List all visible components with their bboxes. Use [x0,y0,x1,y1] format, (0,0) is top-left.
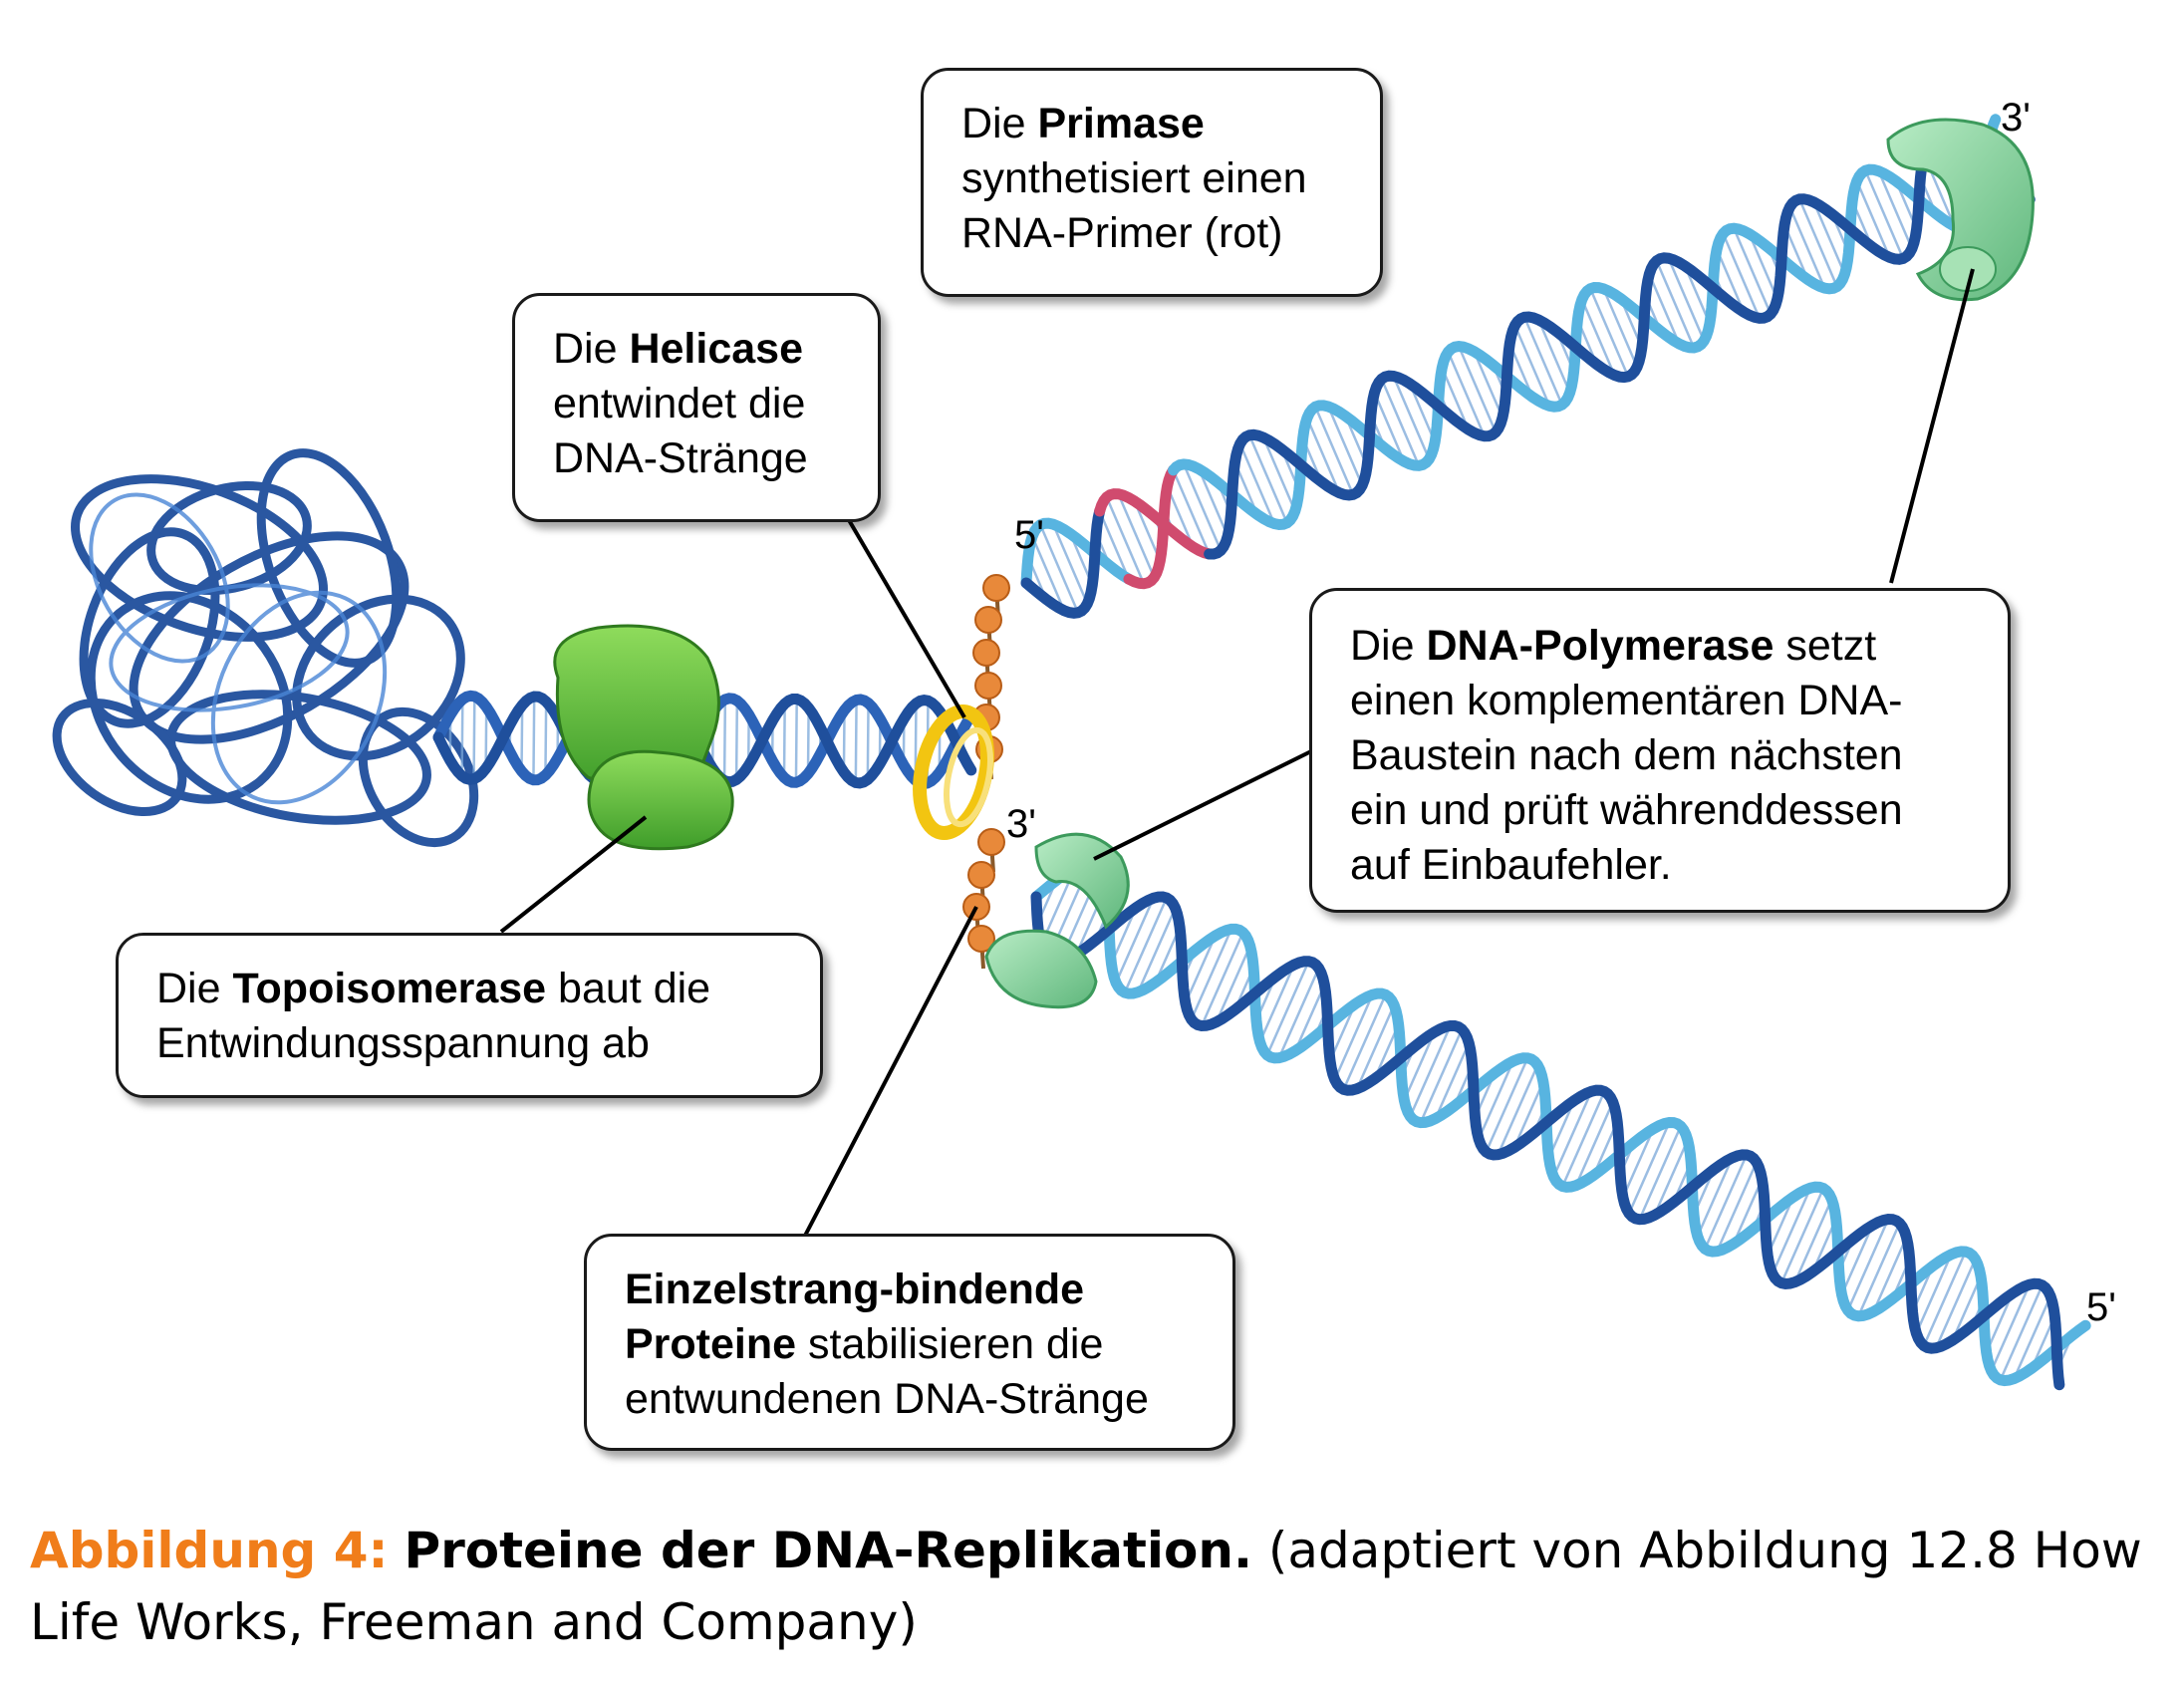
ssb-bead [982,574,1010,602]
callout-ssb-proteins: Einzelstrang-bindende Proteine stabilisi… [584,1234,1235,1451]
ssb-bead [977,828,1005,856]
lagging-strand-duplex [1030,859,2091,1391]
helicase-term: Helicase [629,325,803,373]
chromatin-coil [52,448,479,848]
callout-primase: Die Primase synthetisiert einen RNA-Prim… [921,68,1383,297]
callout-dna-polymerase: Die DNA-Polymerase setzt einen komplemen… [1309,588,2011,913]
figure-caption: Abbildung 4: Proteine der DNA-Replikatio… [30,1515,2162,1658]
label-lower-5prime: 5' [2086,1285,2116,1329]
callout-helicase: Die Helicase entwindet die DNA-Stränge [512,293,881,522]
label-lower-3prime: 3' [1006,802,1036,846]
helicase-ring [913,703,994,841]
callout-topoisomerase: Die Topoisomerase baut die Entwindungssp… [116,933,823,1098]
polymerase-term: DNA-Polymerase [1426,622,1774,670]
dna-replication-diagram [52,114,2091,1391]
caption-figure-number: Abbildung 4: [30,1522,389,1579]
topoisomerase-protein [553,624,734,851]
ssb-bead [967,925,995,953]
pointer-lines [499,268,1975,1237]
caption-title: Proteine der DNA-Replikation. [404,1522,1252,1579]
label-upper-5prime: 5' [1014,513,1044,557]
label-upper-3prime: 3' [2001,96,2031,140]
ssb-bead [974,672,1002,700]
ssb-bead [967,861,995,889]
dna-polymerase-leading [1886,118,2035,302]
ssb-bead [972,639,1000,667]
caption-source: (adaptiert von Abbildung 12.8 How Life W… [30,1522,2142,1651]
dna-polymerase-lagging [984,832,1130,1009]
topoisomerase-term: Topoisomerase [232,965,547,1012]
primase-term: Primase [1037,100,1205,147]
ssb-term: Einzelstrang-bindende [625,1266,1085,1313]
ssb-bead [974,606,1002,634]
